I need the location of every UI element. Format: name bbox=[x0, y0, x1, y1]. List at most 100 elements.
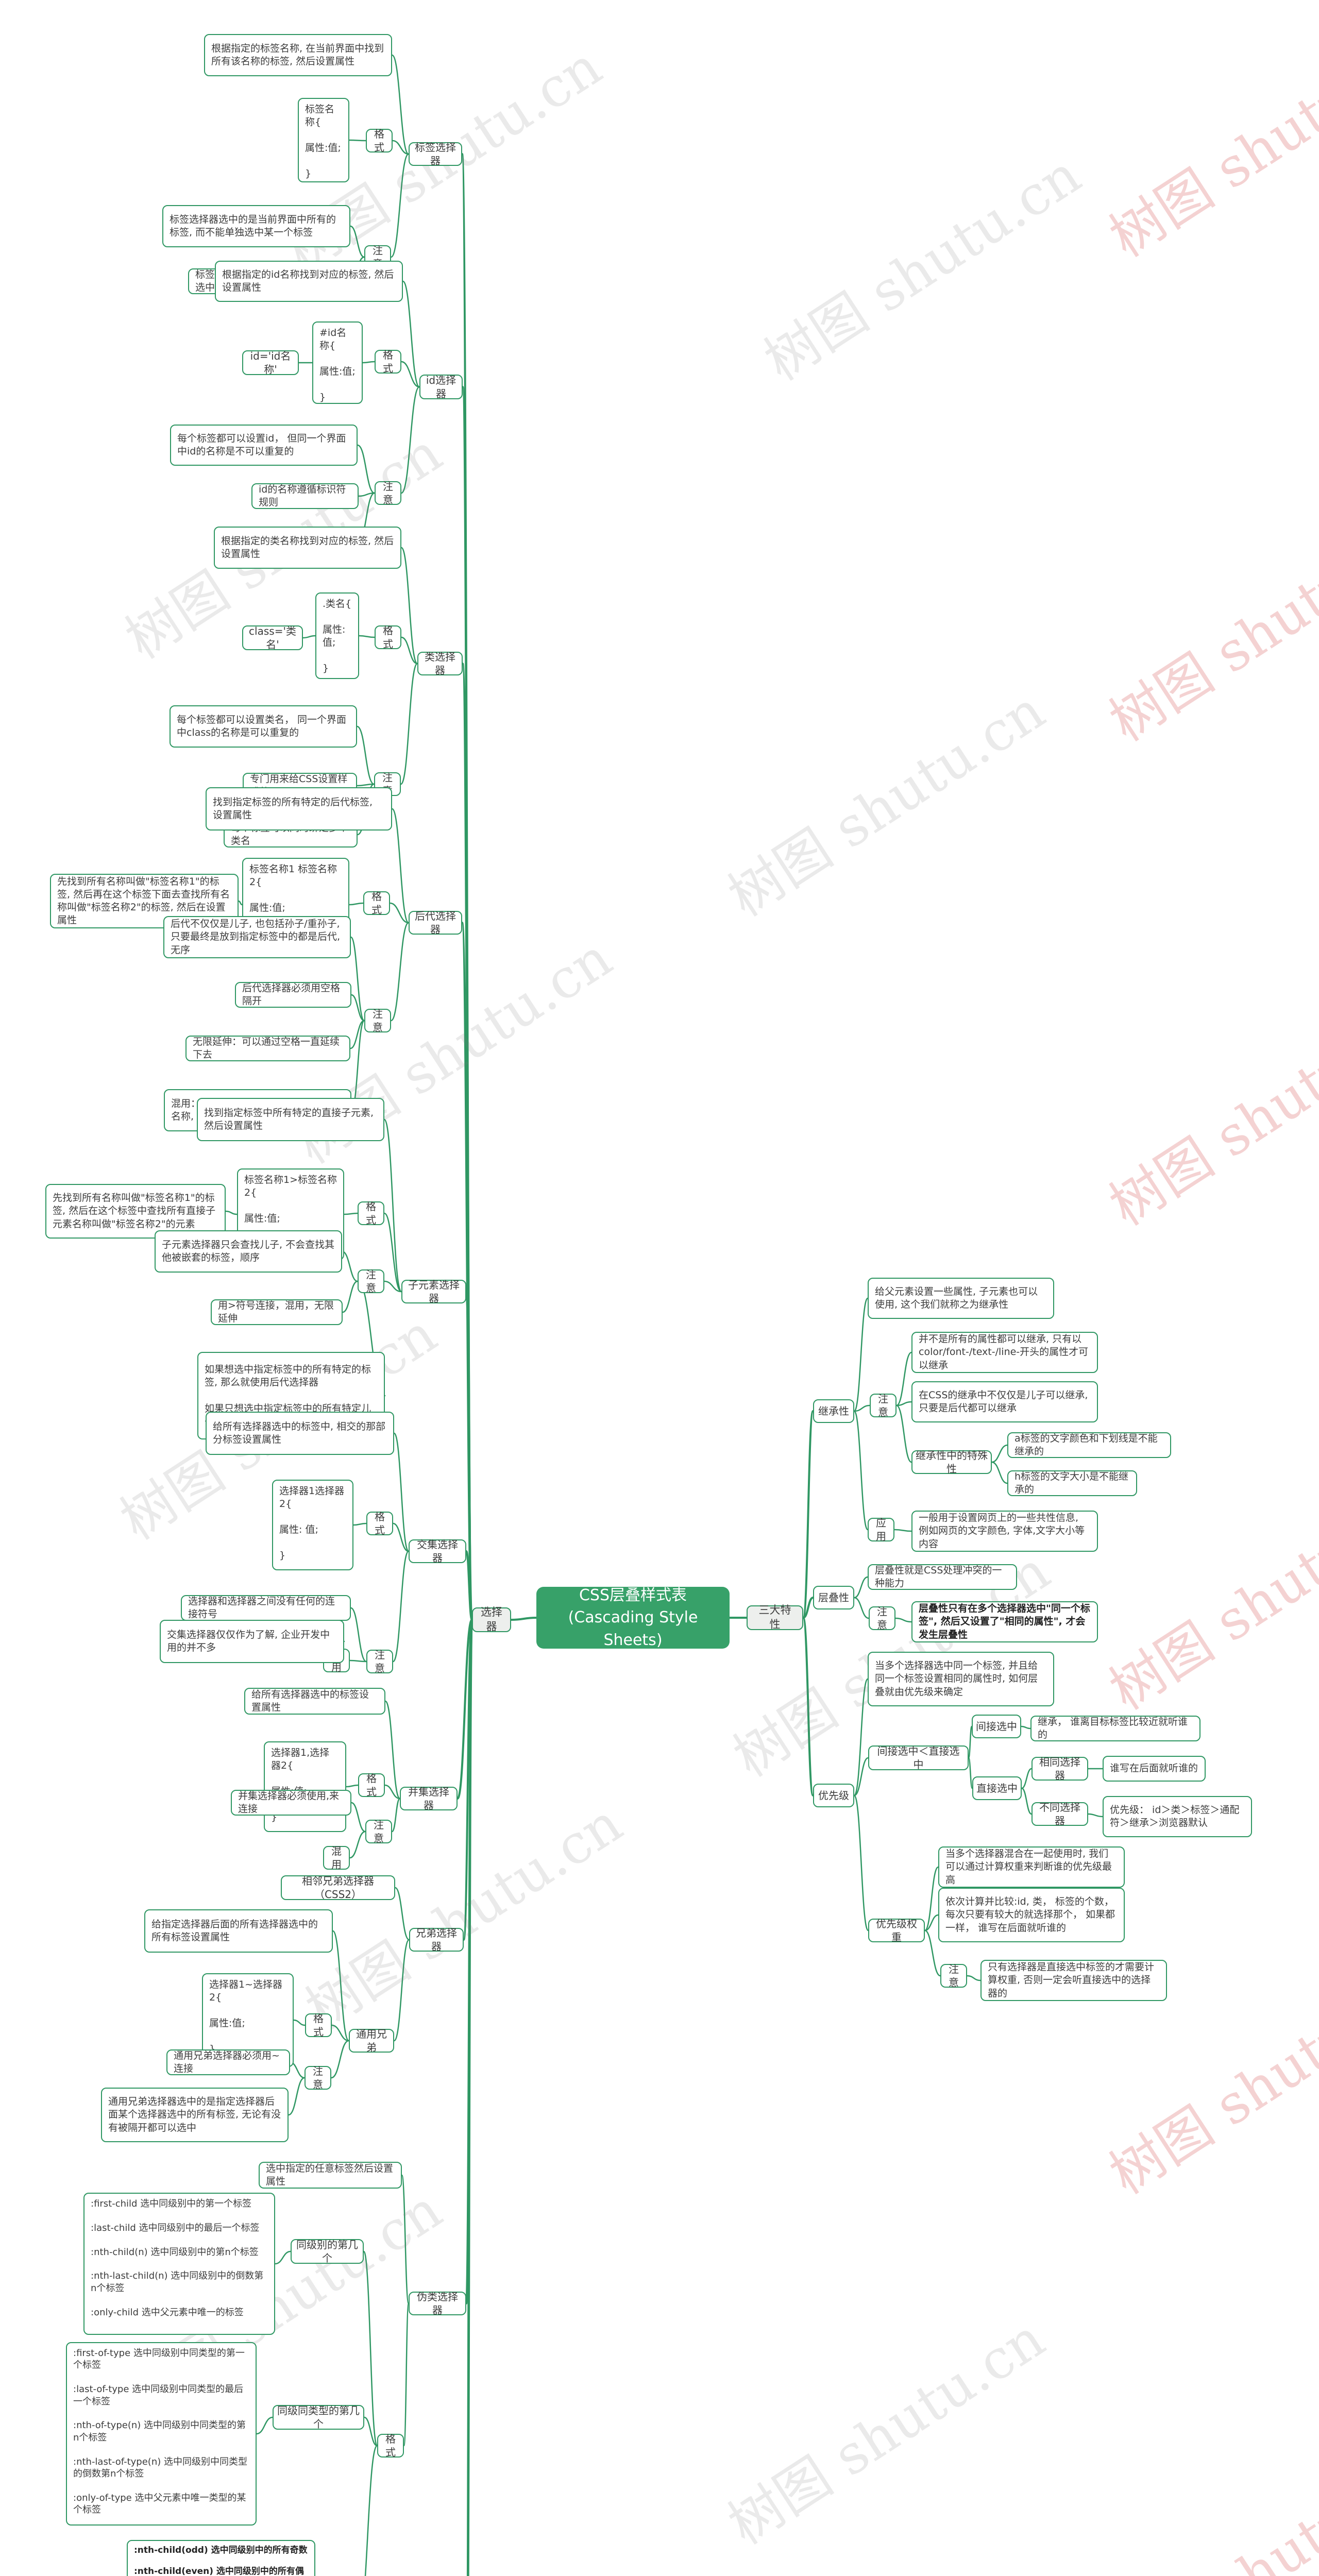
topic-cas_desc[interactable]: 层叠性就是CSS处理冲突的一种能力 bbox=[868, 1564, 1017, 1590]
topic-label-gen_notice: 注意 bbox=[313, 2064, 323, 2091]
topic-union_mix[interactable]: 混用 bbox=[323, 1845, 350, 1871]
edge-three-inherit bbox=[802, 1410, 814, 1619]
topic-desc_note1[interactable]: 后代不仅仅是儿子, 也包括孙子/重孙子, 只要最终是放到指定标签中的都是后代,无… bbox=[163, 916, 351, 958]
topic-prio[interactable]: 优先级 bbox=[813, 1784, 854, 1807]
topic-desc_fmt[interactable]: 格式 bbox=[363, 890, 390, 916]
topic-cas_notice[interactable]: 注意 bbox=[869, 1605, 895, 1631]
topic-sp1[interactable]: a标签的文字颜色和下划线是不能继承的 bbox=[1007, 1432, 1171, 1458]
topic-tag_code[interactable]: 标签名称{ 属性:值; } bbox=[298, 98, 349, 182]
topic-diff_leaf[interactable]: 优先级： id＞类＞标签＞通配符＞继承＞浏览器默认 bbox=[1103, 1796, 1252, 1837]
topic-cas_note[interactable]: 层叠性只有在多个选择器选中"同一个标签", 然后又设置了"相同的属性", 才会发… bbox=[911, 1601, 1098, 1642]
topic-pseudo_fmt[interactable]: 格式 bbox=[377, 2433, 404, 2459]
topic-union_fmt[interactable]: 格式 bbox=[358, 1772, 385, 1798]
topic-child_note2[interactable]: 用>符号连接，混用，无限延伸 bbox=[211, 1299, 343, 1325]
topic-w2[interactable]: 依次计算并比较:id, 类， 标签的个数， 每次只要有较大的就选择那个， 如果都… bbox=[938, 1888, 1125, 1942]
topic-child_fmt[interactable]: 格式 bbox=[358, 1200, 384, 1226]
topic-class_code[interactable]: .类名{ 属性:值; } bbox=[315, 592, 359, 679]
topic-gen_desc[interactable]: 给指定选择器后面的所有选择器选中的所有标签设置属性 bbox=[144, 1909, 333, 1953]
topic-gen_sel[interactable]: 通用兄弟 bbox=[349, 2028, 394, 2054]
topic-inter_fmt[interactable]: 格式 bbox=[366, 1511, 393, 1536]
topic-label-inter_notice: 注意 bbox=[375, 1648, 385, 1674]
topic-level_node[interactable]: 同级别的第几个 bbox=[291, 2239, 364, 2264]
topic-box1[interactable]: :first-child 选中同级别中的第一个标签 :last-child 选中… bbox=[83, 2193, 275, 2335]
topic-gen_fmt[interactable]: 格式 bbox=[305, 2012, 332, 2038]
topic-gen_note2[interactable]: 通用兄弟选择器选中的是指定选择器后面某个选择器选中的所有标签, 无论有没有被隔开… bbox=[101, 2088, 289, 2142]
topic-desc_notice[interactable]: 注意 bbox=[364, 1008, 391, 1033]
topic-inter_sel[interactable]: 交集选择器 bbox=[409, 1538, 466, 1564]
topic-indirect[interactable]: 间接选中 bbox=[972, 1715, 1021, 1738]
topic-gen_note1[interactable]: 通用兄弟选择器必须用~连接 bbox=[166, 2049, 290, 2075]
topic-selector[interactable]: 选择器 bbox=[472, 1606, 511, 1633]
topic-inh_note1[interactable]: 并不是所有的属性都可以继承, 只有以color/font-/text-/line… bbox=[911, 1332, 1098, 1373]
topic-child_notice[interactable]: 注意 bbox=[358, 1268, 384, 1294]
topic-id_fmt[interactable]: 格式 bbox=[375, 349, 401, 375]
topic-id_sel[interactable]: id选择器 bbox=[419, 374, 463, 400]
topic-same_sel[interactable]: 相同选择器 bbox=[1031, 1756, 1088, 1782]
topic-pseudo_sel[interactable]: 伪类选择器 bbox=[409, 2291, 466, 2316]
topic-child_expl[interactable]: 先找到所有名称叫做"标签名称1"的标签, 然后在这个标签中查找所有直接子元素名称… bbox=[45, 1184, 226, 1239]
topic-inh_notice[interactable]: 注意 bbox=[870, 1393, 897, 1418]
topic-center[interactable]: CSS层叠样式表 (Cascading Style Sheets) bbox=[536, 1586, 730, 1649]
topic-sp2[interactable]: h标签的文字大小是不能继承的 bbox=[1007, 1470, 1137, 1496]
topic-id_note1[interactable]: 每个标签都可以设置id， 但同一个界面中id的名称是不可以重复的 bbox=[170, 425, 358, 466]
topic-child_note1[interactable]: 子元素选择器只会查找儿子, 不会查找其他被嵌套的标签，顺序 bbox=[155, 1230, 342, 1273]
topic-gen_notice[interactable]: 注意 bbox=[305, 2064, 331, 2091]
topic-pseudo_desc[interactable]: 选中指定的任意标签然后设置属性 bbox=[259, 2162, 402, 2189]
topic-inherit[interactable]: 继承性 bbox=[813, 1399, 854, 1423]
topic-inter_notice[interactable]: 注意 bbox=[366, 1648, 393, 1674]
topic-inter_note1[interactable]: 选择器和选择器之间没有任何的连接符号 bbox=[181, 1595, 351, 1621]
topic-special[interactable]: 继承性中的特殊性 bbox=[911, 1449, 992, 1475]
topic-type_node[interactable]: 同级同类型的第几个 bbox=[273, 2404, 364, 2430]
topic-tag_fmt[interactable]: 格式 bbox=[366, 128, 393, 154]
topic-w_notice[interactable]: 注意 bbox=[940, 1963, 967, 1989]
topic-ind_leaf[interactable]: 继承， 谁离目标标签比较近就听谁的 bbox=[1030, 1716, 1200, 1741]
topic-weight[interactable]: 优先级权重 bbox=[868, 1918, 925, 1943]
topic-id_desc[interactable]: 根据指定的id名称找到对应的标签, 然后设置属性 bbox=[215, 261, 403, 302]
topic-class_sel[interactable]: 类选择器 bbox=[417, 651, 463, 676]
topic-adj_sel[interactable]: 相邻兄弟选择器（CSS2） bbox=[281, 1875, 395, 1901]
topic-class_fmt[interactable]: 格式 bbox=[375, 624, 401, 650]
topic-ind_vs_dir[interactable]: 间接选中＜直接选中 bbox=[868, 1745, 969, 1771]
topic-union_sel[interactable]: 并集选择器 bbox=[400, 1786, 458, 1811]
topic-child_sel[interactable]: 子元素选择器 bbox=[401, 1279, 466, 1304]
topic-tag_note1[interactable]: 标签选择器选中的是当前界面中所有的标签, 而不能单独选中某一个标签 bbox=[162, 205, 350, 247]
topic-id_attr[interactable]: id='id名称' bbox=[242, 350, 299, 376]
topic-class_attr[interactable]: class='类名' bbox=[242, 625, 303, 651]
topic-wn[interactable]: 只有选择器是直接选中标签的才需要计算权重, 否则一定会听直接选中的选择器的 bbox=[980, 1960, 1167, 2001]
topic-desc_sel[interactable]: 后代选择器 bbox=[409, 910, 462, 936]
topic-direct[interactable]: 直接选中 bbox=[972, 1776, 1022, 1800]
topic-id_code[interactable]: #id名称{ 属性:值; } bbox=[312, 321, 363, 404]
topic-w1[interactable]: 当多个选择器混合在一起使用时, 我们可以通过计算权重来判断谁的优先级最高 bbox=[938, 1846, 1125, 1888]
topic-class_note1[interactable]: 每个标签都可以设置类名， 同一个界面中class的名称是可以重复的 bbox=[170, 705, 357, 748]
topic-diff_sel[interactable]: 不同选择器 bbox=[1031, 1801, 1088, 1827]
topic-union_code[interactable]: 选择器1,选择器2{ 属性:值; } bbox=[264, 1741, 346, 1832]
topic-id_notice[interactable]: 注意 bbox=[375, 480, 401, 506]
topic-inter_desc[interactable]: 给所有选择器选中的标签中, 相交的那部分标签设置属性 bbox=[206, 1412, 394, 1455]
edge-weight-w1 bbox=[924, 1866, 939, 1931]
topic-class_desc[interactable]: 根据指定的类名称找到对应的标签, 然后设置属性 bbox=[214, 527, 401, 569]
topic-three[interactable]: 三大特性 bbox=[747, 1604, 803, 1631]
topic-inter_mix1[interactable]: 交集选择器仅仅作为了解, 企业开发中用的并不多 bbox=[160, 1620, 344, 1663]
topic-union_note1[interactable]: 并集选择器必须使用,来连接 bbox=[231, 1790, 351, 1816]
topic-sib_sel[interactable]: 兄弟选择器 bbox=[409, 1927, 464, 1953]
topic-prio_desc[interactable]: 当多个选择器选中同一个标签, 并且给同一个标签设置相同的属性时, 如何层叠就由优… bbox=[868, 1652, 1054, 1706]
topic-id_note2[interactable]: id的名称遵循标识符规则 bbox=[251, 483, 359, 509]
topic-tag_sel[interactable]: 标签选择器 bbox=[409, 141, 462, 167]
topic-union_notice[interactable]: 注意 bbox=[365, 1819, 392, 1844]
topic-inter_code[interactable]: 选择器1选择器2{ 属性: 值; } bbox=[272, 1480, 353, 1570]
topic-child_desc[interactable]: 找到指定标签中所有特定的直接子元素, 然后设置属性 bbox=[197, 1098, 384, 1141]
topic-union_desc[interactable]: 给所有选择器选中的标签设置属性 bbox=[244, 1688, 385, 1715]
topic-apply[interactable]: 应用 bbox=[868, 1517, 894, 1543]
topic-inh_note2[interactable]: 在CSS的继承中不仅仅是儿子可以继承, 只要是后代都可以继承 bbox=[911, 1381, 1098, 1422]
topic-tag_desc[interactable]: 根据指定的标签名称, 在当前界面中找到所有该名称的标签, 然后设置属性 bbox=[204, 34, 392, 76]
topic-desc_desc[interactable]: 找到指定标签的所有特定的后代标签, 设置属性 bbox=[206, 787, 392, 831]
topic-inh_desc[interactable]: 给父元素设置一些属性, 子元素也可以使用, 这个我们就称之为继承性 bbox=[868, 1278, 1054, 1319]
topic-label-diff_leaf: 优先级： id＞类＞标签＞通配符＞继承＞浏览器默认 bbox=[1110, 1804, 1240, 1828]
topic-desc_note2[interactable]: 后代选择器必须用空格隔开 bbox=[235, 982, 351, 1008]
topic-cascade[interactable]: 层叠性 bbox=[813, 1586, 854, 1609]
topic-app1[interactable]: 一般用于设置网页上的一些共性信息, 例如网页的文字颜色, 字体,文字大小等内容 bbox=[911, 1511, 1098, 1552]
topic-box3[interactable]: :nth-child(odd) 选中同级别中的所有奇数 :nth-child(e… bbox=[127, 2540, 315, 2576]
topic-box2[interactable]: :first-of-type 选中同级别中同类型的第一个标签 :last-of-… bbox=[66, 2342, 257, 2526]
topic-desc_note3[interactable]: 无限延伸：可以通过空格一直延续下去 bbox=[185, 1036, 350, 1061]
topic-same_leaf[interactable]: 谁写在后面就听谁的 bbox=[1103, 1756, 1206, 1782]
